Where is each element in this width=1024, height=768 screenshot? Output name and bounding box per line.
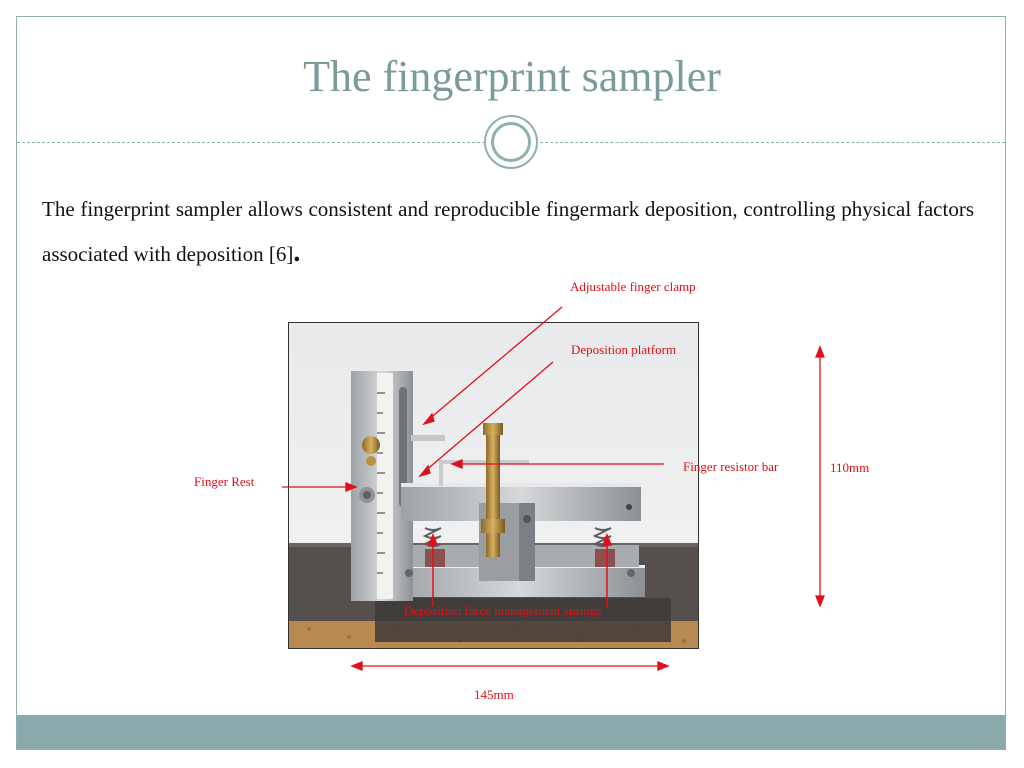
sampler-illustration [289,323,698,648]
dimension-height-top [815,345,825,358]
slide-title: The fingerprint sampler [303,52,721,101]
title-divider-left [17,142,485,143]
label-deposition-platform: Deposition platform [571,342,677,357]
footer-bar [17,715,1005,749]
label-height-dimension: 110mm [830,460,870,475]
slide-frame [16,16,1006,750]
arrowhead-resistor-bar [450,459,463,469]
label-finger-rest: Finger Rest [194,474,255,489]
body-period: . [293,237,301,268]
dimension-width-left [350,661,363,671]
arrowhead-finger-clamp [422,412,435,426]
label-finger-resistor-bar: Finger resistor bar [683,459,779,474]
label-deposition-springs: Deposition force management springs [404,603,602,618]
label-adjustable-finger-clamp: Adjustable finger clamp [570,279,696,294]
arrow-deposition-platform [423,361,554,473]
dimension-height-bottom [815,595,825,608]
arrow-finger-clamp [427,306,563,421]
arrowhead-deposition-platform [418,464,431,478]
body-text: The fingerprint sampler allows consisten… [42,197,974,266]
dimension-width-right [657,661,670,671]
sampler-photo [288,322,699,649]
title-divider-right [540,142,1005,143]
arrowhead-finger-rest [345,482,358,492]
body-paragraph: The fingerprint sampler allows consisten… [42,188,974,276]
double-circle-inner-ring [491,122,531,162]
label-width-dimension: 145mm [474,687,514,702]
